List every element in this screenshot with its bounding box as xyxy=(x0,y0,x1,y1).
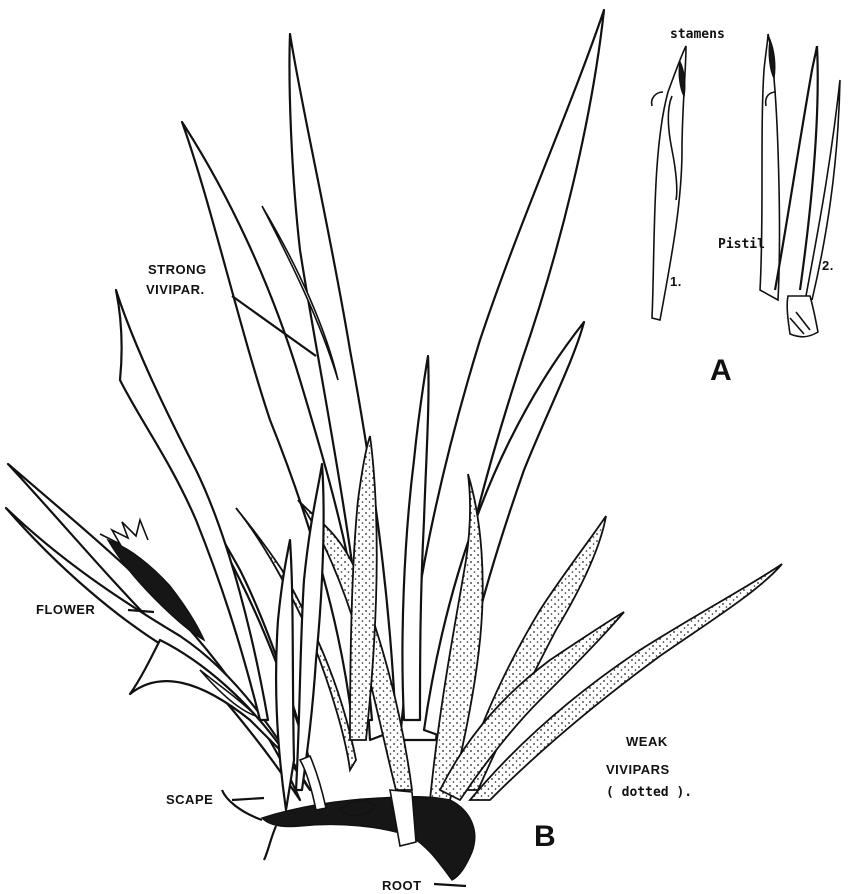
root-label: ROOT xyxy=(382,878,422,893)
strong-vivipar-label-line1: STRONG xyxy=(148,262,207,277)
panel-b-letter: B xyxy=(534,820,556,853)
weak-vivipars-label-line1: WEAK xyxy=(626,734,668,749)
scape-label: SCAPE xyxy=(166,792,213,807)
stamens-label: stamens xyxy=(670,27,725,42)
weak-vivipars-label-line3: ( dotted ). xyxy=(606,785,692,800)
panel-a-letter: A xyxy=(710,354,732,387)
weak-vivipars-label-line2: VIVIPARS xyxy=(606,762,670,777)
strong-vivipar-label-line2: VIVIPAR. xyxy=(146,282,205,297)
flower-label: FLOWER xyxy=(36,602,95,617)
detail-2-label: 2. xyxy=(822,258,834,273)
pistil-label: Pistil xyxy=(718,237,765,252)
panel-a-stamen-detail-2 xyxy=(760,34,840,337)
detail-1-label: 1. xyxy=(670,274,682,289)
